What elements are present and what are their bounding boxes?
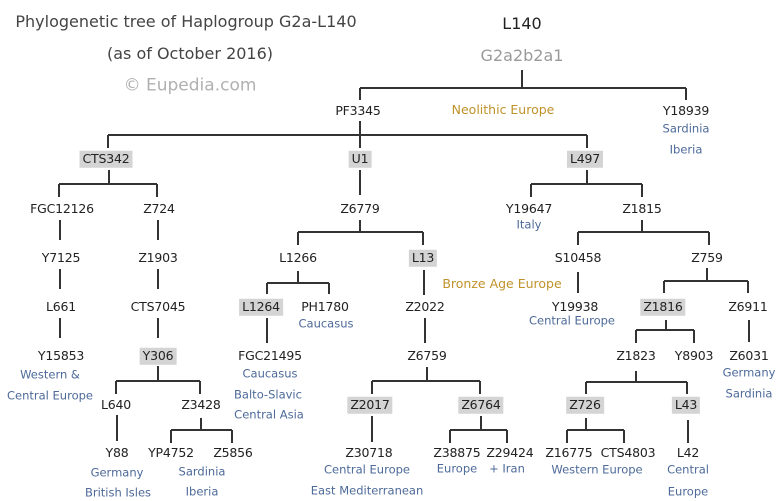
region-label: Sardinia — [662, 121, 710, 136]
node-Z1816: Z1816 — [640, 298, 686, 316]
region-label: Germany — [722, 365, 776, 380]
region-label: Europe — [667, 484, 709, 499]
node-Z724: Z724 — [143, 200, 175, 216]
node-Z16775: Z16775 — [545, 444, 593, 460]
region-label: + Iran — [489, 461, 525, 476]
node-Z6911: Z6911 — [728, 298, 768, 314]
node-L1264: L1264 — [239, 298, 283, 316]
node-Z1903: Z1903 — [138, 249, 178, 265]
node-Z6764: Z6764 — [458, 396, 504, 414]
node-FGC12126: FGC12126 — [30, 200, 94, 216]
node-Y306: Y306 — [139, 347, 177, 365]
region-label: Central Europe — [7, 388, 93, 403]
node-FGC21495: FGC21495 — [238, 347, 302, 363]
region-label: Central Europe — [324, 462, 410, 477]
region-label: Sardinia — [178, 464, 226, 479]
haplogroup-label: G2a2b2a1 — [480, 46, 564, 65]
node-Z38875: Z38875 — [433, 444, 481, 460]
node-Z1823: Z1823 — [616, 347, 656, 363]
node-Z1815: Z1815 — [622, 200, 662, 216]
node-Z6779: Z6779 — [340, 200, 380, 216]
region-label: Western Europe — [551, 462, 643, 477]
node-Y8903: Y8903 — [674, 347, 714, 363]
node-L13: L13 — [408, 249, 438, 267]
node-Z3428: Z3428 — [181, 396, 221, 412]
node-Z2017: Z2017 — [347, 396, 393, 414]
node-CTS342: CTS342 — [79, 150, 133, 168]
node-L140: L140 — [502, 14, 542, 33]
title-line2: (as of October 2016) — [106, 44, 274, 63]
region-label: Germany — [90, 465, 144, 480]
node-Z5856: Z5856 — [213, 444, 253, 460]
node-Y19938: Y19938 — [551, 298, 599, 314]
node-L1266: L1266 — [279, 249, 317, 265]
region-label: Iberia — [185, 484, 219, 499]
node-L661: L661 — [45, 298, 77, 314]
node-Z6759: Z6759 — [407, 347, 447, 363]
era-neolithic: Neolithic Europe — [451, 101, 555, 117]
region-label: British Isles — [84, 485, 152, 500]
watermark: © Eupedia.com — [123, 75, 257, 96]
node-Z726: Z726 — [566, 396, 604, 414]
node-PF3345: PF3345 — [335, 102, 381, 118]
region-label: Caucasus — [298, 316, 354, 331]
region-label: Central Europe — [529, 313, 615, 328]
title-line1: Phylogenetic tree of Haplogroup G2a-L140 — [15, 12, 357, 31]
era-bronze-age: Bronze Age Europe — [442, 275, 562, 291]
region-label: Caucasus — [242, 366, 298, 381]
node-Y19647: Y19647 — [505, 200, 553, 216]
region-label: East Mediterranean — [310, 483, 424, 498]
node-L43: L43 — [671, 396, 701, 414]
region-label: Balto-Slavic — [234, 387, 302, 402]
node-Y15853: Y15853 — [37, 347, 85, 363]
node-U1: U1 — [348, 150, 372, 168]
region-label: Europe — [436, 461, 478, 476]
node-Z29424: Z29424 — [486, 444, 534, 460]
node-Z759: Z759 — [691, 249, 723, 265]
region-label: Sardinia — [725, 386, 773, 401]
region-label: Western & — [20, 367, 80, 382]
node-L42: L42 — [676, 444, 700, 460]
node-L640: L640 — [100, 396, 132, 412]
region-label: Central Asia — [234, 407, 304, 422]
node-Y7125: Y7125 — [41, 249, 81, 265]
node-Z30718: Z30718 — [345, 444, 393, 460]
region-label: Italy — [516, 217, 542, 232]
node-S10458: S10458 — [554, 249, 602, 265]
node-Y88: Y88 — [105, 444, 129, 460]
node-L497: L497 — [566, 150, 604, 168]
node-Z6031: Z6031 — [729, 347, 769, 363]
node-CTS7045: CTS7045 — [130, 298, 186, 314]
node-CTS4803: CTS4803 — [600, 444, 656, 460]
node-Z2022: Z2022 — [405, 298, 445, 314]
region-label: Iberia — [669, 142, 703, 157]
node-PH1780: PH1780 — [301, 298, 349, 314]
node-Y18939: Y18939 — [662, 102, 710, 118]
node-YP4752: YP4752 — [148, 444, 194, 460]
region-label: Central — [667, 462, 709, 477]
